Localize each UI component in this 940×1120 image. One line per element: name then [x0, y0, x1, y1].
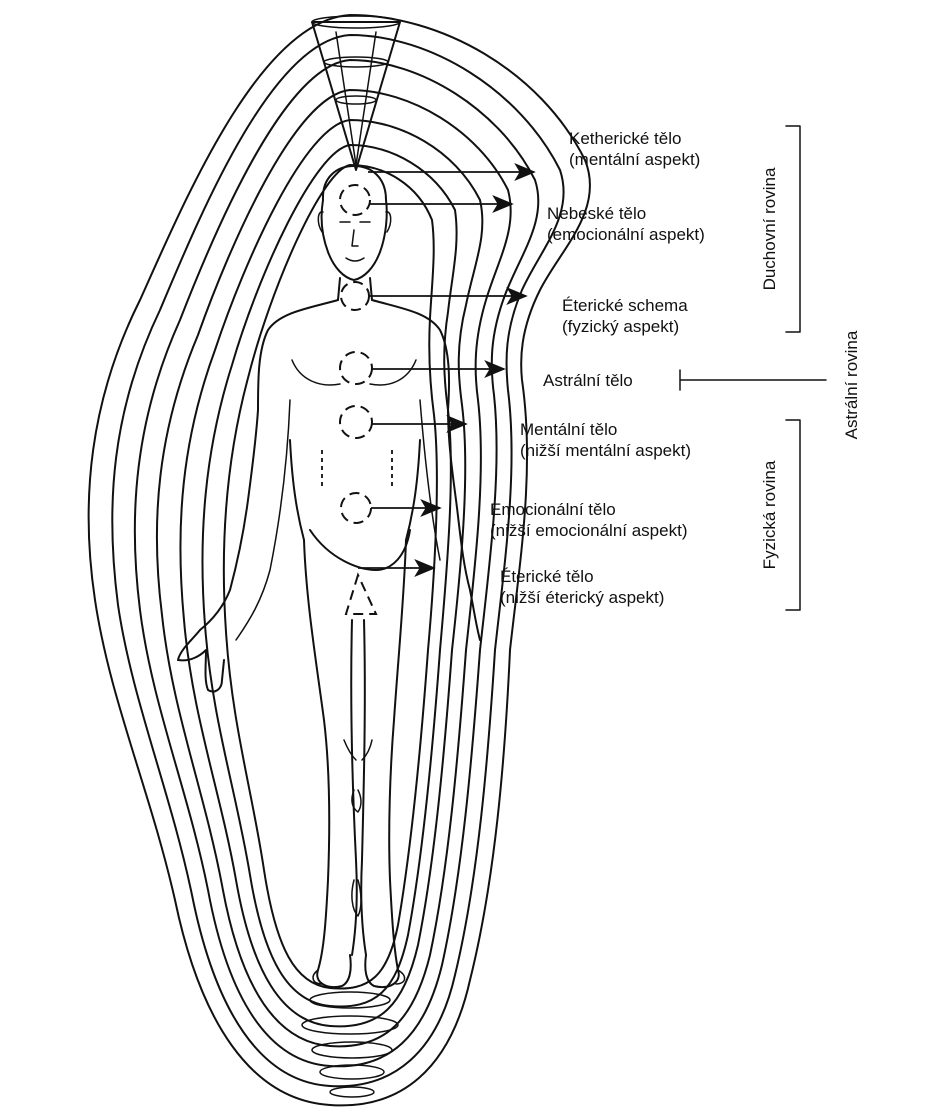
aura-layers	[87, 14, 591, 1107]
group-label-astral: Astrální rovina	[842, 330, 861, 439]
human-figure	[177, 165, 481, 988]
aura-layer-6	[201, 144, 458, 1008]
aura-layer-3	[133, 59, 540, 1068]
chakra-crown	[339, 184, 371, 216]
group-label-physical: Fyzická rovina	[760, 460, 779, 569]
group-labels: Duchovní rovina Astrální rovina Fyzická …	[760, 167, 861, 569]
aura-layer-2	[111, 34, 565, 1088]
label-etheric-line2: (nižší éterický aspekt)	[500, 588, 664, 607]
root-discs	[301, 991, 399, 1098]
label-astral-line1: Astrální tělo	[543, 371, 633, 390]
label-celestial-line2: (emocionální aspekt)	[547, 225, 705, 244]
label-emotional-line2: (nižší emocionální aspekt)	[490, 521, 687, 540]
head-outline	[320, 165, 388, 281]
group-label-spiritual: Duchovní rovina	[760, 167, 779, 290]
group-brackets	[679, 125, 827, 611]
chakra-throat	[340, 281, 370, 311]
chakras	[339, 184, 378, 615]
connector-arrows	[358, 163, 536, 577]
label-mental-line1: Mentální tělo	[520, 420, 617, 439]
bracket-astral	[679, 369, 827, 391]
label-celestial-line1: Nebeské tělo	[547, 204, 646, 223]
label-etheric-line1: Éterické tělo	[500, 567, 594, 586]
aura-layer-5	[179, 119, 484, 1028]
label-etheric-template-line2: (fyzický aspekt)	[562, 317, 679, 336]
label-ketheric-line1: Ketherické tělo	[569, 129, 681, 148]
layer-labels: Ketherické tělo (mentální aspekt) Nebesk…	[490, 129, 705, 607]
bracket-spiritual	[785, 125, 801, 333]
label-etheric-template-line1: Éterické schema	[562, 296, 688, 315]
chakra-sacral	[340, 492, 372, 524]
label-mental-line2: (nižší mentální aspekt)	[520, 441, 691, 460]
label-ketheric-line2: (mentální aspekt)	[569, 150, 700, 169]
aura-layer-outer	[87, 14, 591, 1107]
right-leg	[364, 539, 407, 988]
chakra-heart	[339, 351, 373, 385]
left-hand	[177, 629, 225, 693]
chakra-root-cone	[344, 572, 378, 615]
crown-cone	[311, 15, 401, 171]
crown-cone-outline	[311, 21, 401, 171]
label-emotional-line1: Emocionální tělo	[490, 500, 616, 519]
left-leg	[303, 539, 352, 988]
chakra-solar	[339, 405, 373, 439]
torso-outline	[199, 299, 339, 631]
bracket-physical	[785, 419, 801, 611]
